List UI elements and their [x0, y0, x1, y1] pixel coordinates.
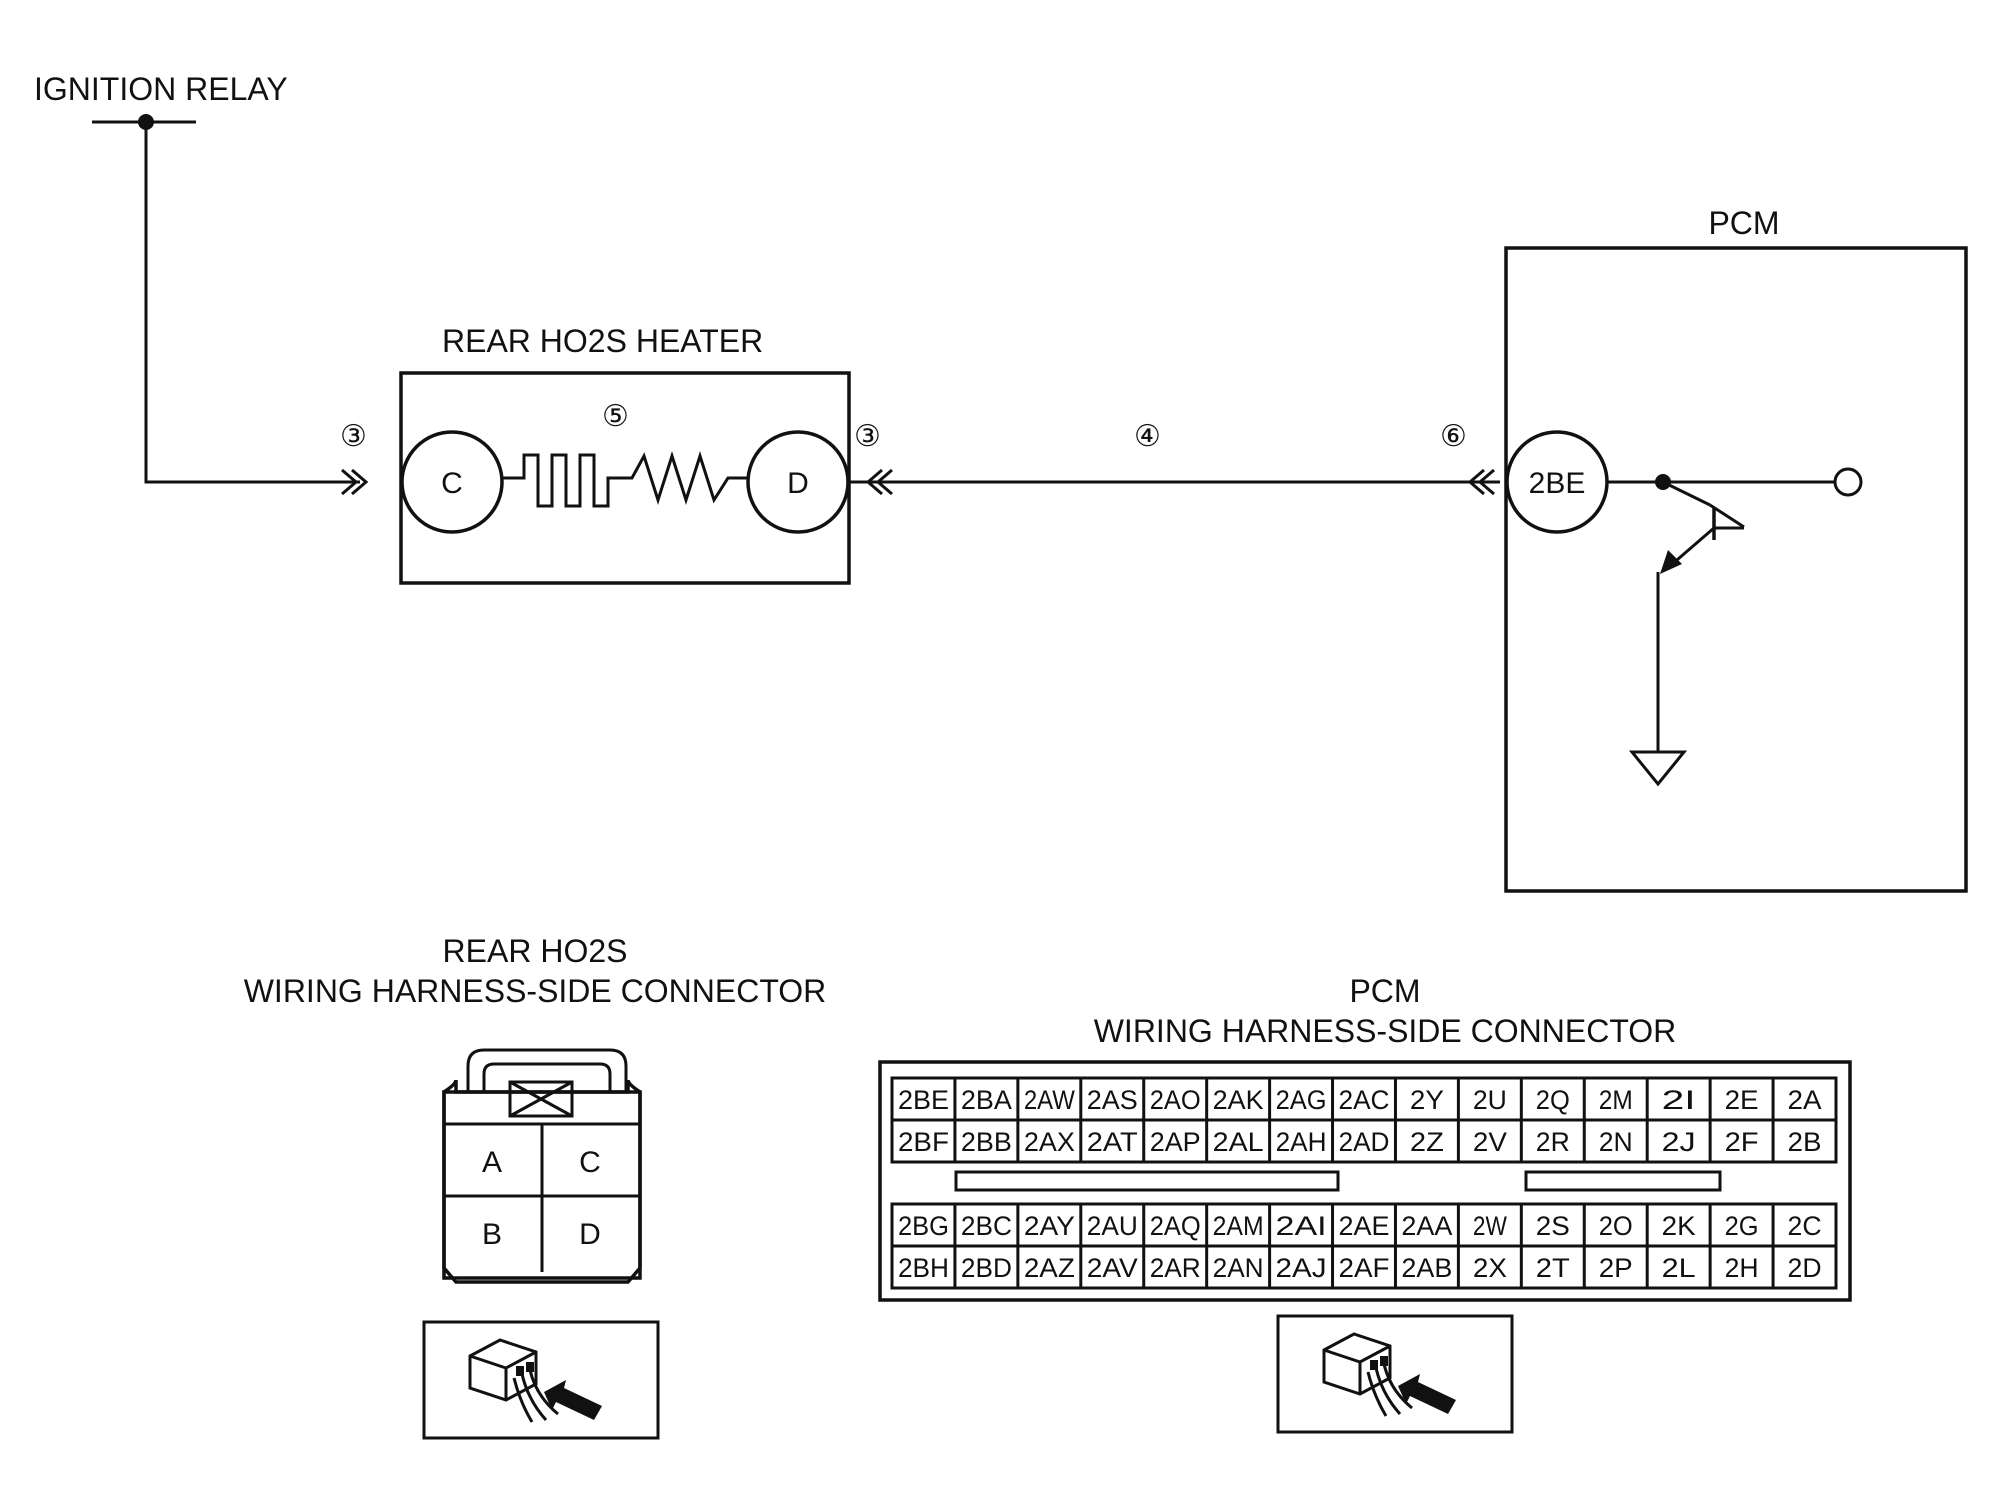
- pcm-pin-cell: 2C: [1788, 1211, 1822, 1241]
- pcm-connector-grid: 2BE 2BA 2AW 2AS 2AO 2AK 2AG 2AC 2Y 2U 2Q 2M 2I 2E 2A 2B…: [892, 1078, 1836, 1288]
- pcm-pin-cell: 2AN: [1213, 1253, 1264, 1283]
- ho2s-connector-face: [442, 1048, 642, 1284]
- pcm-pin-cell: 2AM: [1213, 1211, 1264, 1241]
- pcm-pin-cell: 2BD: [961, 1253, 1012, 1283]
- pcm-connector-title-1: PCM: [1349, 973, 1420, 1009]
- callout-4: ④: [1134, 420, 1161, 453]
- pcm-pin-cell: 2M: [1599, 1085, 1633, 1115]
- heater-pin-d-label: D: [787, 467, 809, 500]
- heater-label: REAR HO2S HEATER: [442, 323, 763, 359]
- pcm-pin-cell: 2AC: [1339, 1085, 1390, 1115]
- pcm-pin-cell: 2AX: [1024, 1127, 1075, 1157]
- pcm-pin-cell: 2H: [1725, 1253, 1759, 1283]
- pcm-pin-cell: 2B: [1788, 1127, 1822, 1157]
- pcm-pin-cell: 2BC: [961, 1211, 1012, 1241]
- pcm-pin-cell: 2AT: [1087, 1127, 1138, 1157]
- pcm-pin-cell: 2AF: [1339, 1253, 1390, 1283]
- pcm-box: [1504, 246, 1968, 893]
- pcm-pin-cell: 2E: [1725, 1085, 1759, 1115]
- ho2s-pin-a: A: [482, 1146, 502, 1179]
- pcm-pin-cell: 2AO: [1150, 1085, 1201, 1115]
- heater-element-symbol: [502, 451, 748, 508]
- pcm-pin-cell: 2F: [1725, 1127, 1759, 1157]
- pcm-pin-cell: 2AA: [1401, 1211, 1452, 1241]
- pcm-pin-cell: 2BH: [898, 1253, 949, 1283]
- pcm-pin-cell: 2AV: [1087, 1253, 1138, 1283]
- pcm-pin-2be: 2BE: [1505, 430, 1609, 534]
- pcm-pin-cell: 2L: [1662, 1253, 1696, 1283]
- pcm-pin-cell: 2AZ: [1024, 1253, 1075, 1283]
- pcm-pin-cell: 2P: [1599, 1253, 1633, 1283]
- pcm-pin-cell: 2AG: [1276, 1085, 1327, 1115]
- pcm-pin-cell: 2BG: [898, 1211, 949, 1241]
- pcm-pin-cell: 2Z: [1410, 1127, 1444, 1157]
- harness-side-view-icon: [422, 1320, 660, 1440]
- heater-pin-c: C: [400, 430, 504, 534]
- pcm-pin-cell: 2AP: [1150, 1127, 1201, 1157]
- callout-3-right: ③: [854, 420, 881, 453]
- pcm-pin-cell: 2A: [1788, 1085, 1822, 1115]
- pcm-label: PCM: [1708, 205, 1779, 241]
- pcm-pin-cell: 2D: [1788, 1253, 1822, 1283]
- pcm-pin-cell: 2I: [1662, 1085, 1696, 1115]
- heater-pin-c-label: C: [441, 467, 463, 500]
- pcm-pin-cell: 2O: [1599, 1211, 1633, 1241]
- pcm-pin-cell: 2G: [1725, 1211, 1759, 1241]
- pcm-pin-cell: 2BA: [961, 1085, 1012, 1115]
- ho2s-pin-c: C: [579, 1146, 601, 1179]
- pcm-pin-cell: 2AB: [1401, 1253, 1452, 1283]
- pcm-pin-cell: 2V: [1473, 1127, 1507, 1157]
- pcm-pin-cell: 2AQ: [1150, 1211, 1201, 1241]
- harness-side-view-icon: [1276, 1314, 1514, 1434]
- heater-pin-d: D: [746, 430, 850, 534]
- pcm-pin-2be-label: 2BE: [1529, 467, 1586, 500]
- pcm-pin-cell: 2AU: [1087, 1211, 1138, 1241]
- pcm-pin-cell: 2AW: [1024, 1085, 1075, 1115]
- pcm-pin-cell: 2J: [1662, 1127, 1696, 1157]
- ho2s-pin-b: B: [482, 1218, 502, 1251]
- pcm-pin-cell: 2AR: [1150, 1253, 1201, 1283]
- pcm-pin-cell: 2AK: [1213, 1085, 1264, 1115]
- pcm-pin-cell: 2AS: [1087, 1085, 1138, 1115]
- pcm-pin-cell: 2BE: [898, 1085, 949, 1115]
- ho2s-pin-d: D: [579, 1218, 601, 1251]
- callout-3-left: ③: [340, 420, 367, 453]
- ignition-relay-label: IGNITION RELAY: [34, 71, 288, 107]
- pcm-pin-cell: 2AD: [1339, 1127, 1390, 1157]
- pcm-pin-cell: 2BF: [898, 1127, 949, 1157]
- pcm-pin-cell: 2AH: [1276, 1127, 1327, 1157]
- pcm-pin-cell: 2BB: [961, 1127, 1012, 1157]
- pcm-pin-cell: 2AJ: [1276, 1253, 1327, 1283]
- ho2s-connector-title-2: WIRING HARNESS-SIDE CONNECTOR: [244, 973, 827, 1009]
- pcm-pin-cell: 2U: [1473, 1085, 1507, 1115]
- pcm-pin-cell: 2Q: [1536, 1085, 1570, 1115]
- pcm-pin-cell: 2W: [1473, 1211, 1507, 1241]
- pcm-pin-cell: 2AY: [1024, 1211, 1075, 1241]
- callout-5: ⑤: [602, 400, 629, 433]
- pcm-pin-cell: 2AI: [1276, 1211, 1327, 1241]
- pcm-pin-cell: 2X: [1473, 1253, 1507, 1283]
- pcm-pin-cell: 2R: [1536, 1127, 1570, 1157]
- pcm-pin-cell: 2AE: [1339, 1211, 1390, 1241]
- pcm-pin-cell: 2N: [1599, 1127, 1633, 1157]
- callout-6: ⑥: [1440, 420, 1467, 453]
- pcm-pin-cell: 2S: [1536, 1211, 1570, 1241]
- pcm-pin-cell: 2Y: [1410, 1085, 1444, 1115]
- harness-wire: [848, 468, 1500, 496]
- ho2s-connector-title-1: REAR HO2S: [443, 933, 628, 969]
- pcm-driver-transistor: [1607, 467, 1863, 787]
- pcm-pin-cell: 2T: [1536, 1253, 1570, 1283]
- pcm-pin-cell: 2K: [1662, 1211, 1696, 1241]
- pcm-pin-cell: 2AL: [1213, 1127, 1264, 1157]
- ignition-relay-wire: [92, 114, 369, 496]
- pcm-connector-title-2: WIRING HARNESS-SIDE CONNECTOR: [1094, 1013, 1677, 1049]
